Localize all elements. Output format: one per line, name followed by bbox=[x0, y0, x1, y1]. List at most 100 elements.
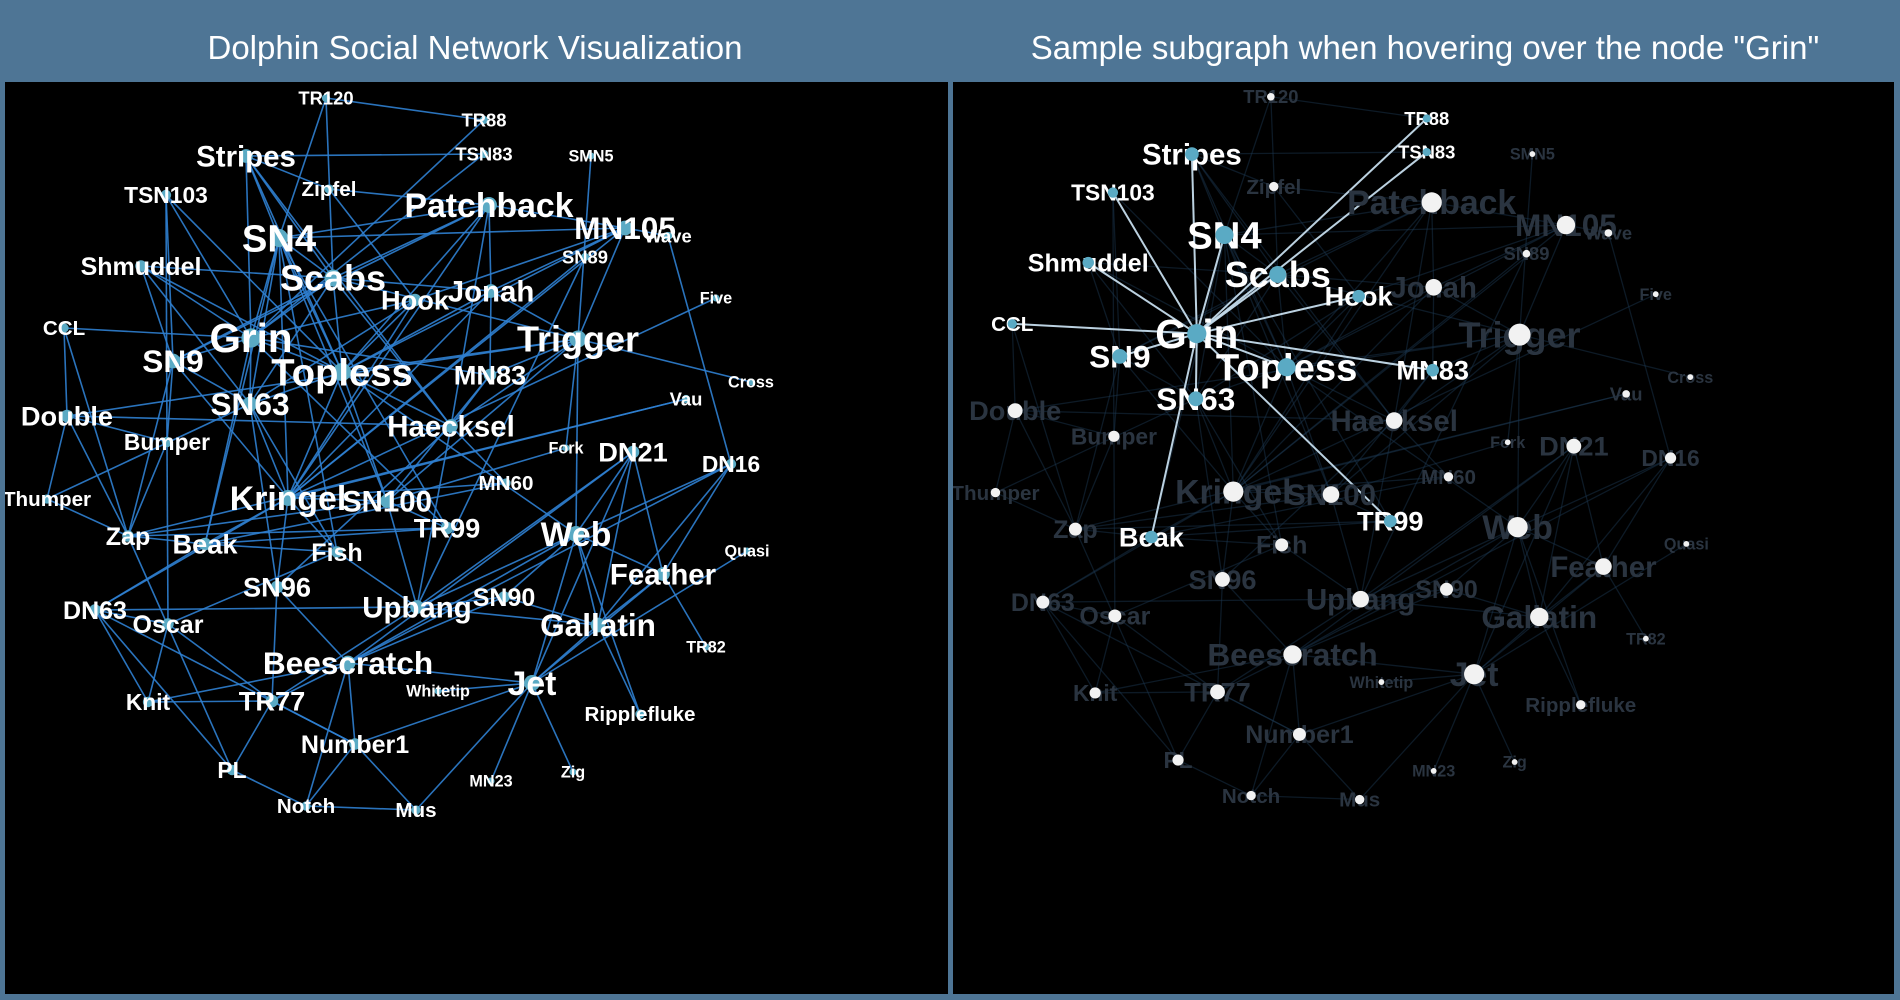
node-dot-mus[interactable] bbox=[1354, 794, 1365, 805]
node-mn105[interactable] bbox=[617, 220, 633, 236]
node-dot-number1[interactable] bbox=[1292, 727, 1306, 741]
node-dot-quasi[interactable] bbox=[1683, 541, 1690, 547]
node-wave[interactable] bbox=[663, 231, 673, 241]
node-dot-dn63[interactable] bbox=[1036, 595, 1050, 609]
node-dot-dn16[interactable] bbox=[1664, 452, 1677, 464]
node-dot-zipfel[interactable] bbox=[1269, 181, 1279, 192]
node-dot-feather[interactable] bbox=[1595, 558, 1612, 575]
node-mn83[interactable] bbox=[483, 368, 497, 382]
node-tsn83[interactable] bbox=[479, 149, 489, 159]
node-pl[interactable] bbox=[226, 764, 238, 776]
node-kringel[interactable] bbox=[280, 490, 296, 506]
node-gallatin[interactable] bbox=[590, 617, 606, 633]
node-sn9[interactable] bbox=[165, 353, 181, 369]
node-grin[interactable] bbox=[241, 328, 261, 348]
node-sn89[interactable] bbox=[580, 252, 590, 262]
node-dot-sn89[interactable] bbox=[1522, 249, 1531, 258]
node-sn96[interactable] bbox=[270, 580, 284, 594]
node-haecksel[interactable] bbox=[444, 419, 458, 433]
node-feather[interactable] bbox=[656, 567, 670, 581]
node-dot-zap[interactable] bbox=[1068, 522, 1082, 536]
node-whitetip[interactable] bbox=[434, 687, 442, 695]
node-dot-trigger[interactable] bbox=[1508, 323, 1531, 346]
node-dot-gallatin[interactable] bbox=[1530, 607, 1549, 627]
node-dot-wave[interactable] bbox=[1604, 229, 1613, 237]
node-web[interactable] bbox=[568, 526, 584, 542]
node-dot-fork[interactable] bbox=[1504, 439, 1511, 446]
node-dot-tr99[interactable] bbox=[1383, 514, 1397, 528]
node-dot-vau[interactable] bbox=[1622, 390, 1630, 398]
node-dot-topless[interactable] bbox=[1277, 358, 1296, 377]
node-dot-thumper[interactable] bbox=[990, 487, 1001, 498]
node-ripplefluke[interactable] bbox=[635, 709, 645, 719]
node-trigger[interactable] bbox=[569, 330, 587, 348]
node-tr99[interactable] bbox=[440, 521, 454, 535]
node-dot-tsn103[interactable] bbox=[1107, 187, 1119, 198]
node-mus[interactable] bbox=[411, 805, 421, 815]
node-tr77[interactable] bbox=[265, 694, 279, 708]
node-dot-kringel[interactable] bbox=[1223, 481, 1244, 502]
node-dot-mn23[interactable] bbox=[1430, 768, 1437, 774]
node-zipfel[interactable] bbox=[324, 184, 334, 194]
node-dot-sn100[interactable] bbox=[1322, 486, 1340, 503]
node-upbang[interactable] bbox=[410, 600, 424, 614]
node-dot-jet[interactable] bbox=[1464, 664, 1485, 685]
node-dot-sn96[interactable] bbox=[1215, 572, 1230, 587]
node-dot-scabs[interactable] bbox=[1269, 265, 1287, 283]
node-jet[interactable] bbox=[524, 675, 540, 691]
node-dot-whitetip[interactable] bbox=[1378, 679, 1385, 685]
node-dot-mn83[interactable] bbox=[1426, 363, 1439, 377]
node-bumper[interactable] bbox=[161, 436, 173, 448]
node-cross[interactable] bbox=[747, 378, 755, 386]
node-jonah[interactable] bbox=[484, 284, 498, 298]
node-tr82[interactable] bbox=[702, 643, 710, 651]
node-dot-ripplefluke[interactable] bbox=[1576, 700, 1586, 710]
node-quasi[interactable] bbox=[743, 547, 751, 555]
node-dot-ccl[interactable] bbox=[1007, 319, 1017, 329]
node-ccl[interactable] bbox=[59, 323, 69, 333]
node-beak[interactable] bbox=[198, 537, 212, 551]
node-thumper[interactable] bbox=[42, 494, 52, 504]
node-dn21[interactable] bbox=[626, 445, 640, 459]
node-scabs[interactable] bbox=[324, 269, 342, 287]
hover-subgraph-svg[interactable]: TR120TR88StripesTSN83SMN5TSN103ZipfelPat… bbox=[953, 82, 1894, 994]
node-zig[interactable] bbox=[569, 768, 577, 776]
node-dot-web[interactable] bbox=[1507, 517, 1528, 538]
node-mn23[interactable] bbox=[487, 777, 495, 785]
node-zap[interactable] bbox=[122, 530, 134, 542]
node-dot-jonah[interactable] bbox=[1425, 278, 1442, 296]
node-tr88[interactable] bbox=[479, 115, 489, 125]
node-smn5[interactable] bbox=[587, 152, 595, 160]
node-five[interactable] bbox=[712, 294, 720, 302]
node-sn63[interactable] bbox=[242, 396, 258, 412]
node-beescratch[interactable] bbox=[340, 655, 356, 671]
node-fish[interactable] bbox=[331, 546, 343, 558]
node-dot-patchback[interactable] bbox=[1421, 192, 1442, 213]
node-dot-fish[interactable] bbox=[1275, 538, 1289, 552]
node-dot-zig[interactable] bbox=[1511, 759, 1518, 765]
node-tr120[interactable] bbox=[321, 93, 331, 103]
node-dot-tsn83[interactable] bbox=[1422, 147, 1431, 157]
node-dot-knit[interactable] bbox=[1089, 687, 1101, 699]
node-dot-smn5[interactable] bbox=[1529, 151, 1536, 157]
node-sn100[interactable] bbox=[380, 494, 394, 508]
node-vau[interactable] bbox=[681, 394, 691, 404]
node-dot-haecksel[interactable] bbox=[1385, 412, 1403, 429]
node-dot-shmuddel[interactable] bbox=[1082, 256, 1094, 269]
node-notch[interactable] bbox=[301, 801, 311, 811]
node-dot-sn4[interactable] bbox=[1215, 225, 1234, 245]
node-dot-sn63[interactable] bbox=[1188, 391, 1204, 407]
node-dot-beak[interactable] bbox=[1145, 530, 1158, 544]
node-dot-tr82[interactable] bbox=[1642, 635, 1649, 642]
node-stripes[interactable] bbox=[239, 149, 253, 163]
node-mn60[interactable] bbox=[501, 478, 511, 488]
node-sn4[interactable] bbox=[269, 228, 289, 248]
node-dot-stripes[interactable] bbox=[1185, 147, 1199, 161]
node-dot-beescratch[interactable] bbox=[1283, 645, 1302, 664]
node-dot-tr88[interactable] bbox=[1422, 114, 1431, 123]
node-dn16[interactable] bbox=[725, 458, 737, 470]
node-dot-bumper[interactable] bbox=[1108, 430, 1120, 442]
node-dot-sn90[interactable] bbox=[1440, 582, 1454, 596]
node-knit[interactable] bbox=[142, 696, 154, 708]
